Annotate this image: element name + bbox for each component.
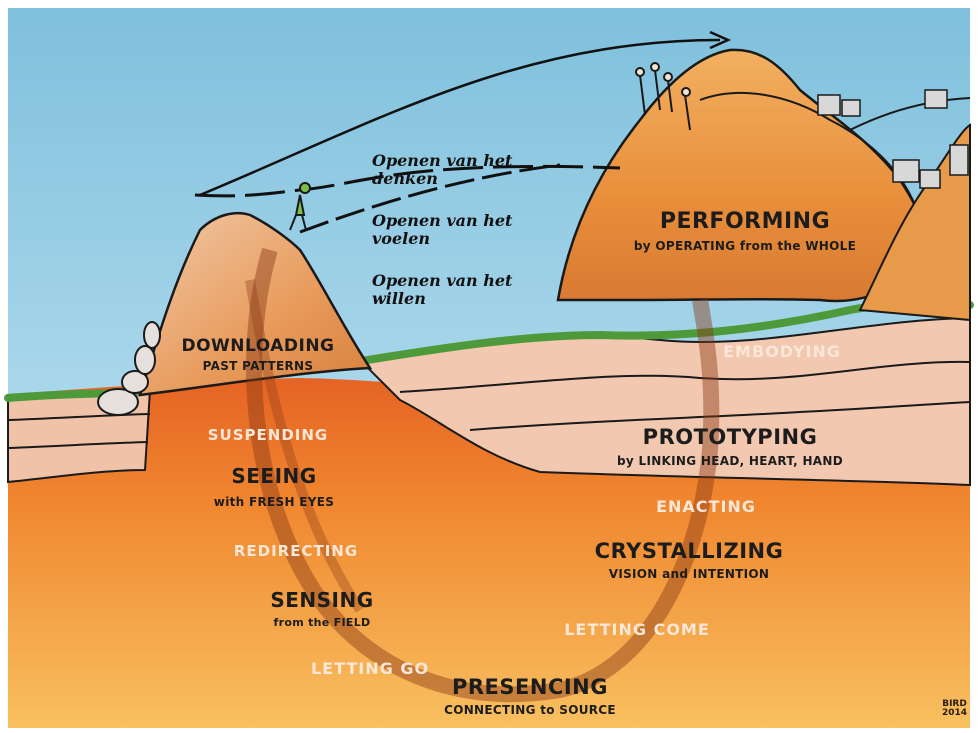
label-prototyping: PROTOTYPING [643,426,818,448]
label-presencing: PRESENCING [452,676,608,698]
label-letting-go: LETTING GO [311,661,429,678]
annotation-denken: Openen van het denken [372,152,537,189]
label-redirecting: REDIRECTING [234,544,358,560]
label-embodying: EMBODYING [723,344,841,361]
label-seeing-sub: with FRESH EYES [214,496,334,509]
label-crystallizing: CRYSTALLIZING [595,540,784,562]
label-prototyping-sub: by LINKING HEAD, HEART, HAND [617,455,843,468]
label-crystallizing-sub: VISION and INTENTION [609,568,770,581]
label-sensing-sub: from the FIELD [274,617,371,629]
label-seeing: SEEING [231,466,316,487]
signature-year: 2014 [942,709,967,718]
label-presencing-sub: CONNECTING to SOURCE [444,704,616,717]
label-downloading: DOWNLOADING [181,338,334,356]
label-sensing: SENSING [270,590,373,611]
label-performing: PERFORMING [660,210,830,233]
label-performing-sub: by OPERATING from the WHOLE [634,240,856,253]
artist-signature: BIRD 2014 [942,700,967,719]
label-enacting: ENACTING [656,499,756,516]
label-suspending: SUSPENDING [208,428,328,444]
label-letting-come: LETTING COME [564,622,710,639]
annotation-voelen: Openen van het voelen [372,212,537,249]
label-downloading-sub: PAST PATTERNS [203,360,314,373]
annotation-willen: Openen van het willen [372,272,537,309]
